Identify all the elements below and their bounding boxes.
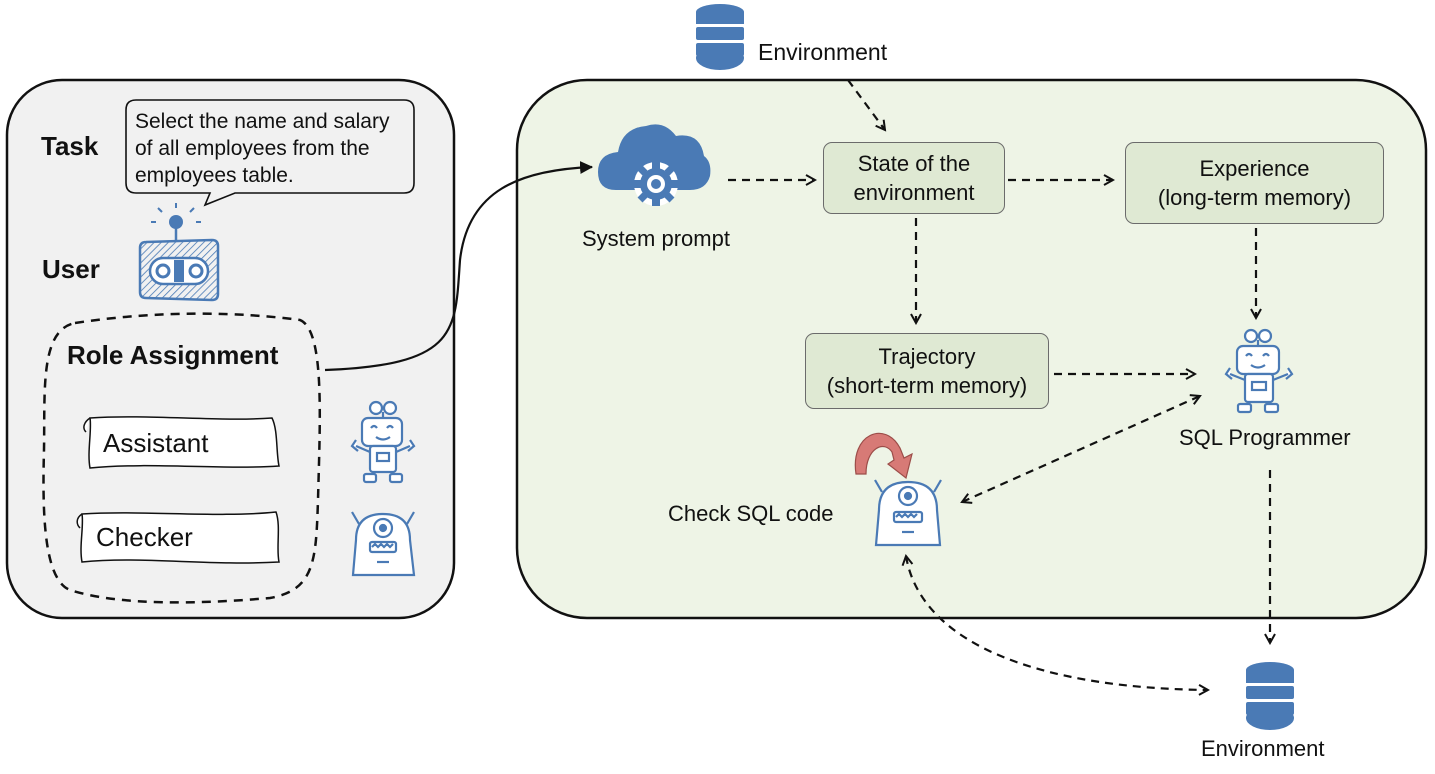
- trajectory-box-line: (short-term memory): [826, 373, 1028, 398]
- task-text-line: employees table.: [135, 164, 294, 187]
- left-panel: [5, 78, 456, 620]
- task-text-line: Select the name and salary: [135, 110, 390, 133]
- assistant-robot-icon: [350, 400, 416, 484]
- database-icon-top: [696, 4, 744, 70]
- check-sql-label: Check SQL code: [668, 501, 834, 526]
- environment-bottom-label: Environment: [1201, 736, 1325, 761]
- checker-scroll: [76, 511, 280, 564]
- role-assignment-region: [42, 312, 322, 604]
- experience-box: Experience (long-term memory): [1125, 142, 1384, 224]
- trajectory-box-line: Trajectory: [878, 344, 976, 369]
- sql-programmer-label: SQL Programmer: [1179, 425, 1351, 450]
- task-text: Select the name and salary of all employ…: [135, 108, 389, 189]
- checker-monster-icon: [351, 511, 416, 577]
- check-sql-loop-arrow: [854, 432, 913, 480]
- assistant-scroll: [83, 416, 280, 469]
- environment-top-label: Environment: [758, 39, 888, 65]
- role-assistant-label: Assistant: [103, 428, 209, 458]
- programmer-checker-arrow: [962, 396, 1200, 502]
- check-sql-monster-icon: [874, 479, 942, 547]
- task-speech-bubble: [125, 99, 415, 207]
- task-label: Task: [41, 131, 99, 161]
- task-text-line: of all employees from the: [135, 137, 370, 160]
- experience-box-line: (long-term memory): [1157, 185, 1352, 210]
- trajectory-box: Trajectory (short-term memory): [805, 333, 1049, 409]
- cloud-gear-icon: [598, 124, 711, 206]
- env-to-state-arrow: [847, 79, 885, 130]
- state-box-line: State of the: [857, 151, 971, 176]
- user-label: User: [42, 254, 100, 284]
- role-assignment-label: Role Assignment: [67, 340, 279, 370]
- database-icon-bottom: [1246, 662, 1294, 730]
- state-box-line: environment: [853, 180, 975, 205]
- role-checker-label: Checker: [96, 522, 193, 552]
- system-prompt-label: System prompt: [582, 226, 730, 251]
- checker-env-arrow: [906, 556, 1208, 690]
- role-to-system-prompt-arrow: [324, 161, 594, 372]
- experience-box-line: Experience: [1199, 156, 1310, 181]
- state-of-environment-box: State of the environment: [823, 142, 1005, 214]
- user-robot-icon: [138, 203, 220, 302]
- sql-programmer-robot-icon: [1224, 328, 1294, 414]
